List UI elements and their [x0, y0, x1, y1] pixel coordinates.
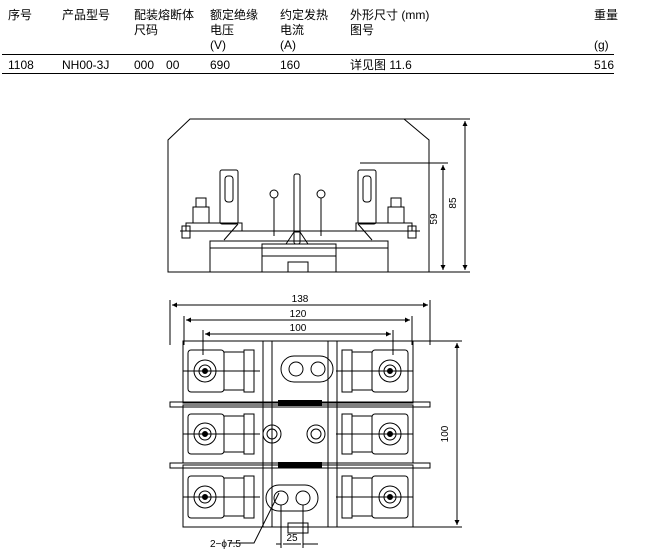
row-model: NH00-3J: [62, 58, 110, 72]
header-voltage-line2: 电压: [210, 23, 235, 37]
header-model: 产品型号: [62, 8, 111, 22]
dim-85-label: 85: [448, 197, 459, 209]
header-dims-line2: 图号: [350, 23, 375, 37]
row-rule: [2, 73, 614, 74]
dim-120-label: 120: [290, 309, 307, 320]
row-weight: 516: [594, 58, 615, 72]
header-seq: 序号: [8, 8, 33, 22]
header-voltage-line3: (V): [210, 38, 226, 52]
dim-138-label: 138: [292, 294, 309, 305]
header-rule: [2, 54, 614, 55]
top-view: [169, 300, 462, 548]
row-seq: 1108: [8, 58, 34, 72]
header-current-line3: (A): [280, 38, 296, 52]
header-fuse-line1: 配装熔断体: [134, 8, 195, 22]
dim-59-label: 59: [429, 213, 440, 225]
hole-spec-label: 2−ϕ7.5: [210, 539, 241, 550]
row-current: 160: [280, 58, 301, 72]
row-voltage: 690: [210, 58, 231, 72]
dim-100-horizontal-label: 100: [290, 323, 307, 334]
dim-25-label: 25: [286, 533, 298, 544]
header-dims-line1: 外形尺寸 (mm): [350, 8, 430, 22]
dim-100-vertical-label: 100: [440, 425, 451, 442]
header-weight-line1: 重量: [594, 8, 619, 22]
header-fuse-line2: 尺码: [134, 23, 159, 37]
side-view: [167, 118, 470, 273]
header-current-line1: 约定发热: [280, 8, 329, 22]
right-terminals: [336, 349, 413, 519]
row-fuse: 000 00: [134, 58, 180, 72]
header-voltage-line1: 额定绝缘: [210, 8, 259, 22]
left-terminals: [183, 349, 260, 519]
header-weight-line2: (g): [594, 38, 609, 52]
header-current-line2: 电流: [280, 23, 305, 37]
row-dims: 详见图 11.6: [350, 58, 412, 72]
